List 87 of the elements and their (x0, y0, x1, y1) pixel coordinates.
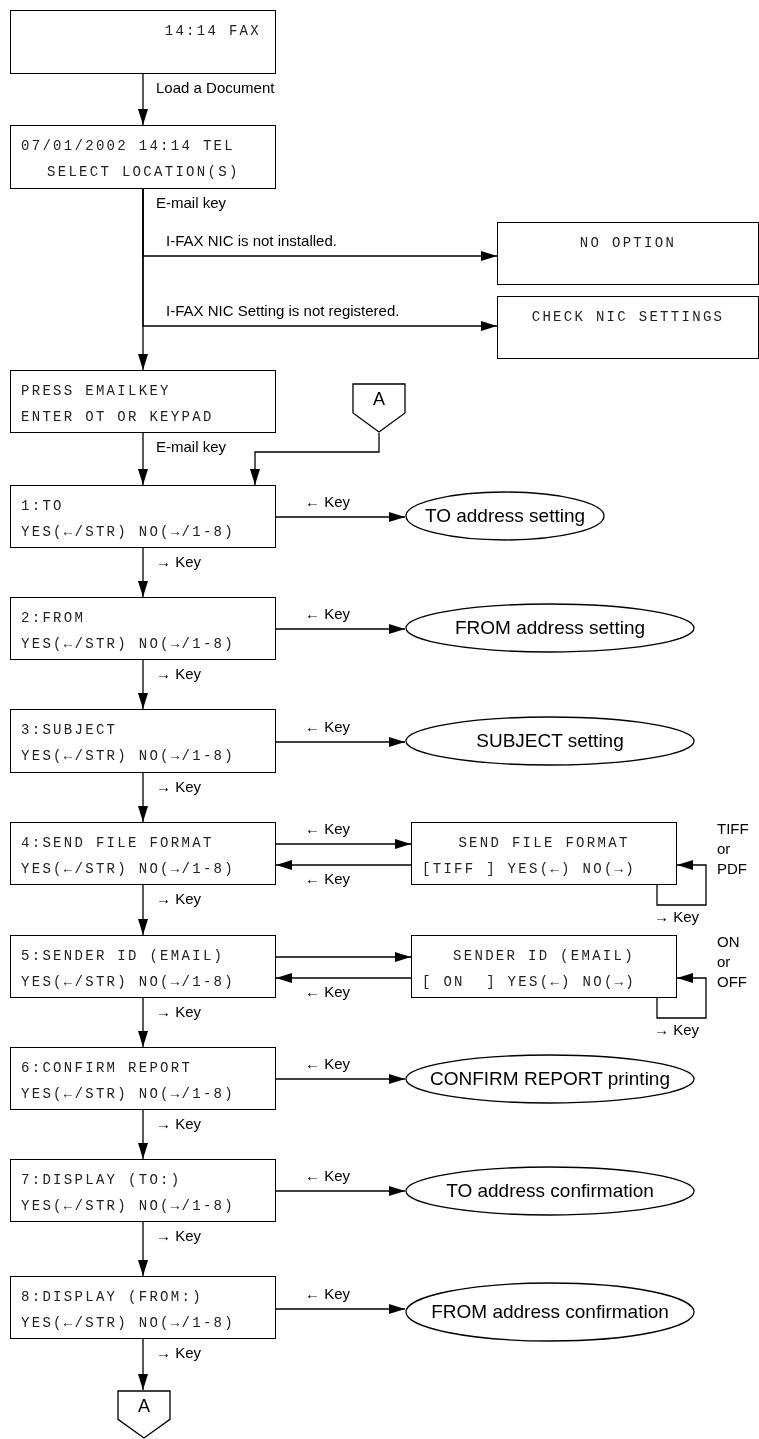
display-screen-box (10, 370, 276, 433)
display-text: 14:14 FAX (163, 22, 262, 41)
arrow (250, 432, 380, 486)
offpage-connector (117, 1390, 171, 1439)
process-text: FROM address confirmation (431, 1301, 669, 1323)
arrow (275, 512, 406, 522)
display-text: YES(←/STR) NO(→/1-8) (21, 1197, 237, 1216)
arrow (138, 1221, 148, 1277)
display-screen-box (497, 296, 759, 359)
display-text: CHECK NIC SETTINGS (530, 308, 726, 327)
display-text: 3:SUBJECT (21, 721, 119, 740)
process-text: TO address confirmation (446, 1180, 654, 1202)
display-text: YES(←/STR) NO(→/1-8) (21, 635, 237, 654)
display-text: [TIFF ] YES(←) NO(→) (422, 860, 638, 879)
display-text: [ ON ] YES(←) NO(→) (422, 973, 638, 992)
arrow (275, 737, 406, 747)
display-screen-box (10, 1159, 276, 1222)
display-screen-box (10, 10, 276, 74)
display-text: YES(←/STR) NO(→/1-8) (21, 747, 237, 766)
display-screen-box (10, 935, 276, 998)
display-text: 2:FROM (21, 609, 87, 628)
arrow (138, 884, 148, 936)
display-text: 6:CONFIRM REPORT (21, 1059, 194, 1078)
display-text: SELECT LOCATION(S) (46, 163, 241, 182)
arrow (275, 624, 406, 634)
process-ellipse (405, 603, 695, 653)
arrow (138, 997, 148, 1048)
edge-label: I-FAX NIC Setting is not registered. (165, 302, 401, 319)
process-text: FROM address setting (454, 617, 646, 639)
arrow (138, 73, 148, 126)
display-text: 5:SENDER ID (EMAIL) (21, 947, 226, 966)
arrow (142, 188, 498, 331)
display-text: 8:DISPLAY (FROM:) (21, 1288, 204, 1307)
arrow (275, 839, 412, 849)
arrow (138, 1338, 148, 1391)
display-text: YES(←/STR) NO(→/1-8) (21, 973, 237, 992)
process-ellipse (405, 716, 695, 766)
option-values-note: ON or OFF (717, 932, 748, 992)
display-screen-box (10, 709, 276, 773)
arrow (275, 973, 412, 983)
process-text: CONFIRM REPORT printing (430, 1068, 670, 1090)
edge-label: Load a Document (155, 79, 276, 96)
display-text: PRESS EMAILKEY (21, 382, 172, 401)
display-text: ENTER OT OR KEYPAD (21, 408, 215, 427)
edge-label: I-FAX NIC is not installed. (165, 232, 338, 249)
offpage-connector (352, 383, 406, 433)
edge-label: E-mail key (155, 438, 227, 455)
option-values-note: TIFF or PDF (717, 819, 750, 879)
display-screen-box (10, 1047, 276, 1110)
connector-letter: A (137, 1396, 151, 1417)
arrow (656, 860, 707, 906)
display-text: YES(←/STR) NO(→/1-8) (21, 523, 237, 542)
display-text: 4:SEND FILE FORMAT (21, 834, 215, 853)
display-screen-box (10, 125, 276, 189)
arrow (275, 1304, 406, 1314)
display-text: SEND FILE FORMAT (457, 834, 631, 853)
display-text: YES(←/STR) NO(→/1-8) (21, 860, 237, 879)
display-text: YES(←/STR) NO(→/1-8) (21, 1314, 237, 1333)
arrow (138, 547, 148, 598)
arrow (275, 1074, 406, 1084)
edge-label: E-mail key (155, 194, 227, 211)
arrow (138, 772, 148, 823)
process-ellipse (405, 1166, 695, 1216)
display-text: 1:TO (21, 497, 65, 516)
display-screen-box (10, 1276, 276, 1339)
display-screen-box (497, 222, 759, 285)
connector-letter: A (372, 389, 386, 410)
display-text: 07/01/2002 14:14 TEL (21, 137, 237, 156)
process-ellipse (405, 1054, 695, 1104)
arrow (656, 973, 707, 1019)
arrow (275, 952, 412, 962)
process-ellipse (405, 1282, 695, 1342)
display-screen-box (10, 485, 276, 548)
process-text: TO address setting (424, 505, 586, 527)
display-text: YES(←/STR) NO(→/1-8) (21, 1085, 237, 1104)
display-screen-box (10, 597, 276, 660)
arrow (275, 860, 412, 870)
display-text: SENDER ID (EMAIL) (452, 947, 636, 966)
arrow (138, 1109, 148, 1160)
process-text: SUBJECT setting (476, 730, 624, 752)
display-text: NO OPTION (578, 234, 678, 253)
arrow (275, 1186, 406, 1196)
arrow (138, 432, 148, 486)
display-screen-box (10, 822, 276, 885)
arrow (138, 659, 148, 710)
display-text: 7:DISPLAY (TO:) (21, 1171, 183, 1190)
process-ellipse (405, 491, 605, 541)
